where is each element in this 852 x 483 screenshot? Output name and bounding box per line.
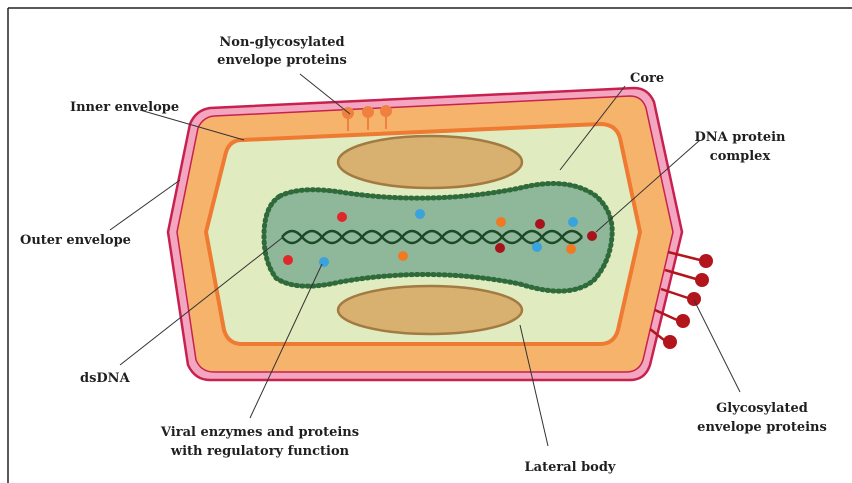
label-glyco-2: envelope proteins bbox=[697, 420, 827, 435]
label-non-glyco-2: envelope proteins bbox=[217, 53, 347, 68]
core bbox=[264, 184, 612, 292]
label-dna-protein-2: complex bbox=[710, 149, 771, 164]
label-viral-enzymes-2: with regulatory function bbox=[170, 444, 350, 459]
label-lateral-body: Lateral body bbox=[525, 460, 616, 475]
lateral-body-bottom bbox=[338, 286, 522, 334]
label-glyco-1: Glycosylated bbox=[716, 401, 808, 416]
label-viral-enzymes-1: Viral enzymes and proteins bbox=[160, 425, 359, 440]
label-inner-envelope: Inner envelope bbox=[70, 100, 179, 115]
label-outer-envelope: Outer envelope bbox=[20, 233, 131, 248]
label-core: Core bbox=[630, 71, 664, 86]
leader-glycosylated bbox=[694, 300, 740, 392]
label-dsdna: dsDNA bbox=[80, 371, 131, 386]
label-dna-protein-1: DNA protein bbox=[694, 130, 786, 145]
label-non-glyco-1: Non-glycosylated bbox=[219, 35, 344, 50]
lateral-body-top bbox=[338, 136, 522, 188]
